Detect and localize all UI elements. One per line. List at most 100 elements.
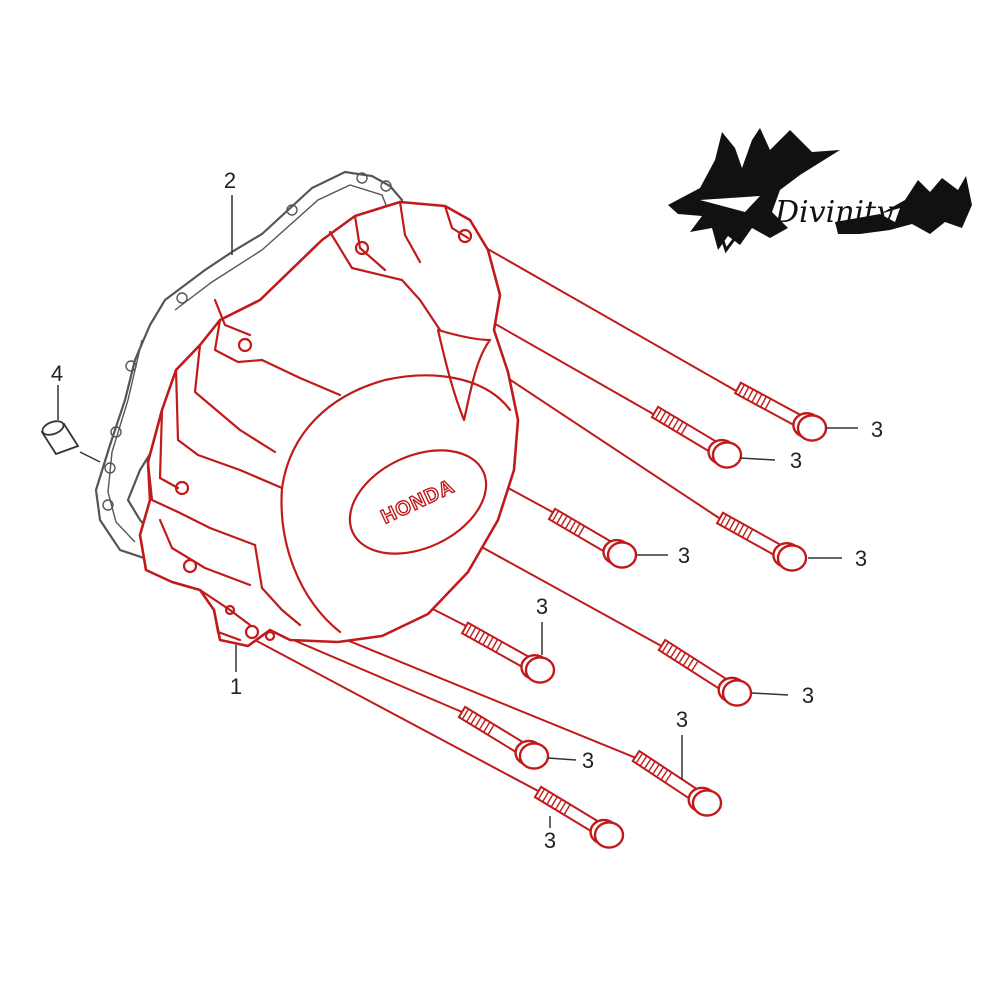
bolt-thread: [755, 393, 763, 406]
bolt-thread: [563, 804, 571, 816]
bolt-thread: [559, 801, 567, 813]
bolt-head: [711, 441, 743, 469]
bolt-thread: [680, 423, 688, 435]
bolt-thread: [560, 515, 568, 527]
bolt-thread: [635, 752, 644, 764]
callout-bolt: 3: [790, 448, 802, 473]
bolt-head: [606, 541, 638, 569]
bolt-thread: [478, 631, 486, 643]
bolt-thread: [656, 766, 665, 778]
bolt-head: [691, 789, 723, 817]
bolt-thread: [682, 655, 691, 667]
bolt-thread: [686, 657, 695, 669]
bolts-group: [457, 381, 828, 849]
bolt-thread: [738, 384, 745, 396]
callout-bolt: 3: [678, 543, 690, 568]
bolt-thread: [661, 641, 670, 653]
bolt-head: [796, 414, 828, 442]
bolt-thread: [728, 519, 736, 531]
bolt-thread: [639, 755, 648, 767]
bolt: [733, 381, 828, 442]
bolt: [657, 638, 753, 707]
bolt-thread: [660, 769, 669, 781]
bolt-thread: [659, 411, 667, 423]
bolt-thread: [664, 772, 673, 783]
bolt-head: [593, 821, 625, 849]
bolt-thread: [746, 528, 754, 541]
bolt-thread: [737, 524, 745, 536]
bolt-thread: [741, 526, 749, 538]
bolt-thread: [733, 521, 741, 533]
bolt-thread: [746, 389, 754, 401]
bolt-thread: [556, 513, 564, 525]
bolt-thread: [491, 639, 499, 651]
bolt-head: [776, 544, 808, 572]
bolt-thread: [478, 719, 487, 730]
bolt: [457, 705, 550, 770]
bolt-thread: [669, 647, 678, 658]
bolt-thread: [473, 629, 481, 641]
callout-gasket: 2: [224, 168, 236, 193]
dragon-logo-icon: [668, 128, 972, 254]
bolt-thread: [550, 796, 558, 808]
bolt-thread: [764, 398, 772, 410]
bolt-shaft: [631, 749, 701, 802]
bolt: [547, 507, 638, 569]
bolt-head: [721, 679, 753, 707]
bolt-thread: [551, 510, 560, 522]
bolt-thread: [487, 724, 495, 736]
bolt-thread: [482, 634, 490, 646]
bolt-thread: [647, 761, 656, 772]
bolt-thread: [719, 514, 728, 526]
bolt: [533, 785, 625, 849]
bolt-thread: [495, 641, 503, 653]
bolt-thread: [573, 523, 581, 535]
bolt-thread: [652, 763, 660, 775]
bolt-thread: [678, 652, 687, 664]
bolt-shaft: [650, 405, 720, 455]
callout-labels: 2 4 1 3 3 3 3 3 3 3 3 3: [51, 168, 883, 853]
bolt-thread: [671, 418, 680, 430]
bolt-thread: [742, 386, 750, 398]
callout-bolt: 3: [582, 748, 594, 773]
bolt-thread: [654, 408, 663, 420]
bolt-thread: [564, 518, 573, 530]
bolt-thread: [663, 413, 671, 425]
logo-text: Divinity: [774, 195, 894, 230]
engine-side-cover: HONDA: [138, 200, 520, 648]
bolt-thread: [474, 716, 482, 728]
callout-cover: 1: [230, 674, 242, 699]
bolt-head: [518, 742, 550, 770]
callout-bolt: 3: [544, 828, 556, 853]
bolt: [460, 621, 556, 684]
bolt-thread: [577, 525, 585, 537]
bolt-thread: [724, 516, 732, 528]
callout-dowel: 4: [51, 361, 63, 386]
bolt-thread: [554, 798, 563, 810]
bolt-thread: [537, 788, 546, 800]
bolt-thread: [665, 644, 674, 656]
callout-bolt: 3: [676, 707, 688, 732]
gasket: [94, 170, 404, 562]
callout-bolt: 3: [802, 683, 814, 708]
bolt-thread: [483, 721, 491, 733]
brand-logo: Divinity: [668, 128, 972, 254]
bolt-thread: [465, 711, 474, 723]
bolt-thread: [667, 416, 675, 428]
bolt-thread: [643, 758, 652, 770]
callout-bolt: 3: [855, 546, 867, 571]
bolt-shaft: [460, 621, 533, 670]
bolt-thread: [464, 624, 473, 636]
bolt-thread: [691, 660, 699, 672]
bolt-thread: [674, 649, 682, 661]
bolt: [650, 405, 743, 469]
dowel-pin: [40, 385, 101, 463]
bolt-thread: [470, 713, 478, 725]
bolt-thread: [486, 636, 494, 648]
bolt-shaft: [657, 638, 730, 692]
bolt-thread: [760, 396, 767, 408]
bolt-shaft: [733, 381, 804, 428]
bolt-shaft: [457, 705, 527, 756]
